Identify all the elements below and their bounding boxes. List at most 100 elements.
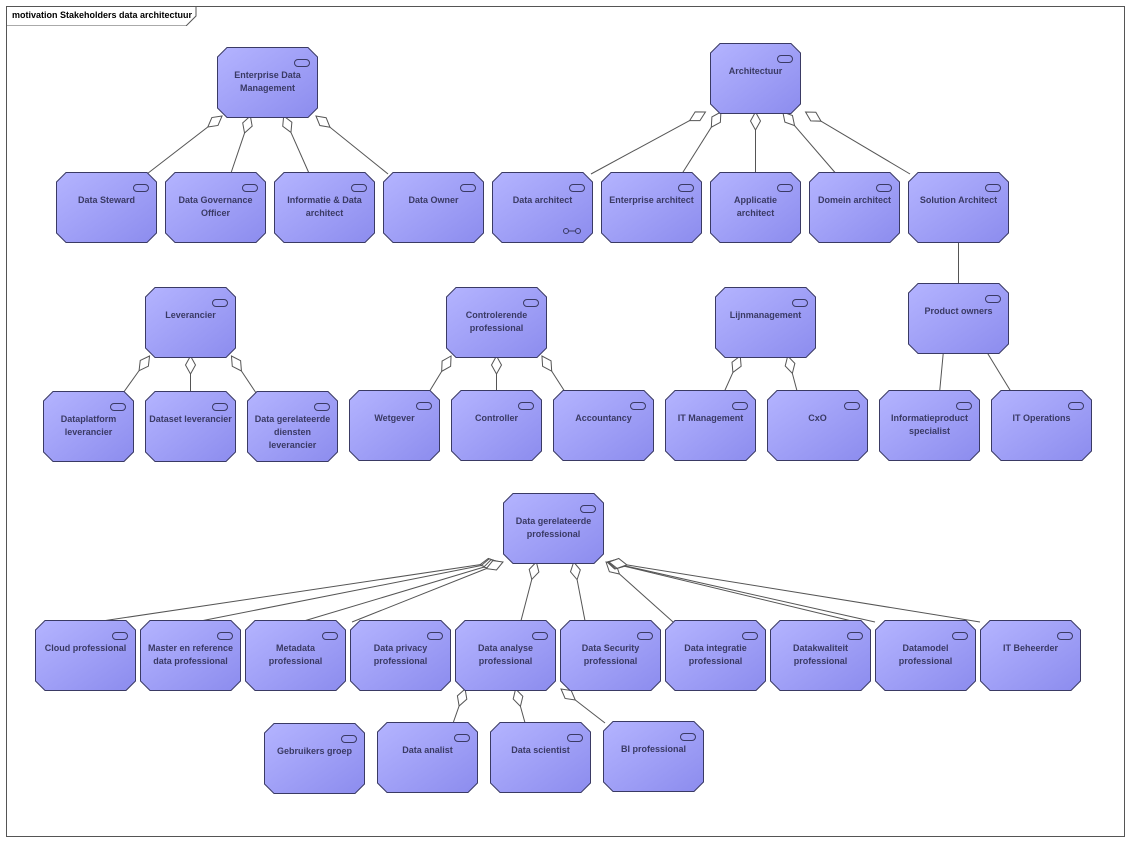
aggregation-connector[interactable] (804, 111, 911, 175)
stakeholder-gebruikers-groep[interactable]: Gebruikers groep (264, 723, 365, 794)
stakeholder-label: Data gerelateerde professional (515, 516, 592, 539)
stakeholder-label: Domein architect (817, 195, 892, 205)
stakeholder-cxo[interactable]: CxO (767, 390, 868, 461)
stakeholder-data-architect[interactable]: Data architect (492, 172, 593, 243)
aggregation-connector[interactable] (282, 115, 310, 175)
aggregation-connector[interactable] (315, 115, 389, 175)
stakeholder-it-operations[interactable]: IT Operations (991, 390, 1092, 461)
stakeholder-label: Data Governance Officer (178, 195, 253, 218)
stakeholder-master-reference-data-professional[interactable]: Master en reference data professional (140, 620, 241, 691)
aggregation-connector[interactable] (300, 559, 502, 623)
stakeholder-controller[interactable]: Controller (451, 390, 542, 461)
stakeholder-label: Data Steward (77, 195, 136, 205)
stakeholder-data-analist[interactable]: Data analist (377, 722, 478, 793)
stakeholder-data-privacy-professional[interactable]: Data privacy professional (350, 620, 451, 691)
stakeholder-enterprise-architect[interactable]: Enterprise architect (601, 172, 702, 243)
stakeholder-label: Applicatie architect (733, 195, 777, 218)
aggregation-connector[interactable] (230, 355, 257, 394)
aggregation-connector[interactable] (749, 110, 762, 174)
stakeholder-data-owner[interactable]: Data Owner (383, 172, 484, 243)
stakeholder-lijnmanagement[interactable]: Lijnmanagement (715, 287, 816, 358)
aggregation-connector[interactable] (452, 688, 468, 725)
stakeholder-domein-architect[interactable]: Domein architect (809, 172, 900, 243)
stakeholder-controlerende-professional[interactable]: Controlerende professional (446, 287, 547, 358)
stakeholder-datakwaliteit-professional[interactable]: Datakwaliteit professional (770, 620, 871, 691)
aggregation-connector[interactable] (723, 355, 742, 393)
aggregation-connector[interactable] (608, 557, 981, 623)
stakeholder-metadata-professional[interactable]: Metadata professional (245, 620, 346, 691)
aggregation-connector[interactable] (146, 115, 223, 175)
stakeholder-architectuur[interactable]: Architectuur (710, 43, 801, 114)
stakeholder-label: Datamodel professional (898, 643, 953, 666)
aggregation-connector[interactable] (428, 355, 452, 393)
connector-line (122, 370, 140, 394)
stakeholder-leverancier[interactable]: Leverancier (145, 287, 236, 358)
stakeholder-data-gerelateerde-professional[interactable]: Data gerelateerde professional (503, 493, 604, 564)
aggregation-connector[interactable] (784, 355, 798, 393)
stakeholder-dataplatform-leverancier[interactable]: Dataplatform leverancier (43, 391, 134, 462)
aggregation-connector[interactable] (490, 354, 503, 392)
stakeholder-data-integratie-professional[interactable]: Data integratie professional (665, 620, 766, 691)
aggregation-connector[interactable] (541, 355, 566, 393)
stakeholder-data-analyse-professional[interactable]: Data analyse professional (455, 620, 556, 691)
connector-line (625, 565, 876, 623)
connector-line (146, 126, 209, 175)
aggregation-connector[interactable] (230, 115, 253, 175)
stakeholder-label: Solution Architect (919, 195, 998, 205)
stakeholder-applicatie-architect[interactable]: Applicatie architect (710, 172, 801, 243)
aggregation-connector[interactable] (590, 111, 707, 175)
stakeholder-label: Master en reference data professional (147, 643, 234, 666)
stakeholder-data-diensten-leverancier[interactable]: Data gerelateerde diensten leverancier (247, 391, 338, 462)
stakeholder-icon (569, 184, 585, 192)
aggregation-connector[interactable] (569, 560, 586, 623)
aggregation-connector[interactable] (681, 111, 722, 175)
stakeholder-data-steward[interactable]: Data Steward (56, 172, 157, 243)
aggregation-connector[interactable] (184, 354, 197, 393)
stakeholder-icon (518, 402, 534, 410)
aggregation-diamond (749, 110, 762, 132)
stakeholder-icon (133, 184, 149, 192)
stakeholder-cloud-professional[interactable]: Cloud professional (35, 620, 136, 691)
aggregation-connector[interactable] (606, 558, 856, 623)
stakeholder-accountancy[interactable]: Accountancy (553, 390, 654, 461)
aggregation-connector[interactable] (351, 560, 504, 623)
stakeholder-enterprise-data-management[interactable]: Enterprise Data Management (217, 47, 318, 118)
stakeholder-wetgever[interactable]: Wetgever (349, 390, 440, 461)
aggregation-connector[interactable] (512, 688, 526, 725)
aggregation-connector[interactable] (782, 111, 837, 175)
connector-line (820, 120, 911, 175)
stakeholder-data-scientist[interactable]: Data scientist (490, 722, 591, 793)
stakeholder-product-owners[interactable]: Product owners (908, 283, 1009, 354)
stakeholder-data-governance-officer[interactable]: Data Governance Officer (165, 172, 266, 243)
stakeholder-icon (956, 402, 972, 410)
stakeholder-informatie-data-architect[interactable]: Informatie & Data architect (274, 172, 375, 243)
stakeholder-informatieproduct-specialist[interactable]: Informatieproduct specialist (879, 390, 980, 461)
stakeholder-label: IT Beheerder (1002, 643, 1059, 653)
aggregation-diamond (230, 355, 243, 372)
aggregation-connector[interactable] (520, 561, 540, 623)
aggregation-connector[interactable] (939, 351, 944, 393)
stakeholder-label: Product owners (924, 306, 993, 316)
stakeholder-label: Data Security professional (581, 643, 640, 666)
aggregation-connector[interactable] (986, 351, 1012, 393)
stakeholder-icon (567, 734, 583, 742)
stakeholder-icon (1068, 402, 1084, 410)
stakeholder-bi-professional[interactable]: BI professional (603, 721, 704, 792)
stakeholder-solution-architect[interactable]: Solution Architect (908, 172, 1009, 243)
diagram-title: motivation Stakeholders data architectuu… (12, 10, 193, 20)
stakeholder-datamodel-professional[interactable]: Datamodel professional (875, 620, 976, 691)
connector-line (230, 132, 246, 175)
stakeholder-it-management[interactable]: IT Management (665, 390, 756, 461)
stakeholder-shape (492, 172, 593, 243)
stakeholder-dataset-leverancier[interactable]: Dataset leverancier (145, 391, 236, 462)
aggregation-connector[interactable] (560, 688, 606, 724)
stakeholder-data-security-professional[interactable]: Data Security professional (560, 620, 661, 691)
stakeholder-icon (680, 733, 696, 741)
aggregation-connector[interactable] (122, 355, 151, 394)
stakeholder-label: CxO (808, 413, 827, 423)
stakeholder-icon (1057, 632, 1073, 640)
stakeholder-shape (35, 620, 136, 691)
aggregation-connector[interactable] (95, 557, 499, 623)
stakeholder-it-beheerder[interactable]: IT Beheerder (980, 620, 1081, 691)
connector-line (290, 132, 310, 175)
